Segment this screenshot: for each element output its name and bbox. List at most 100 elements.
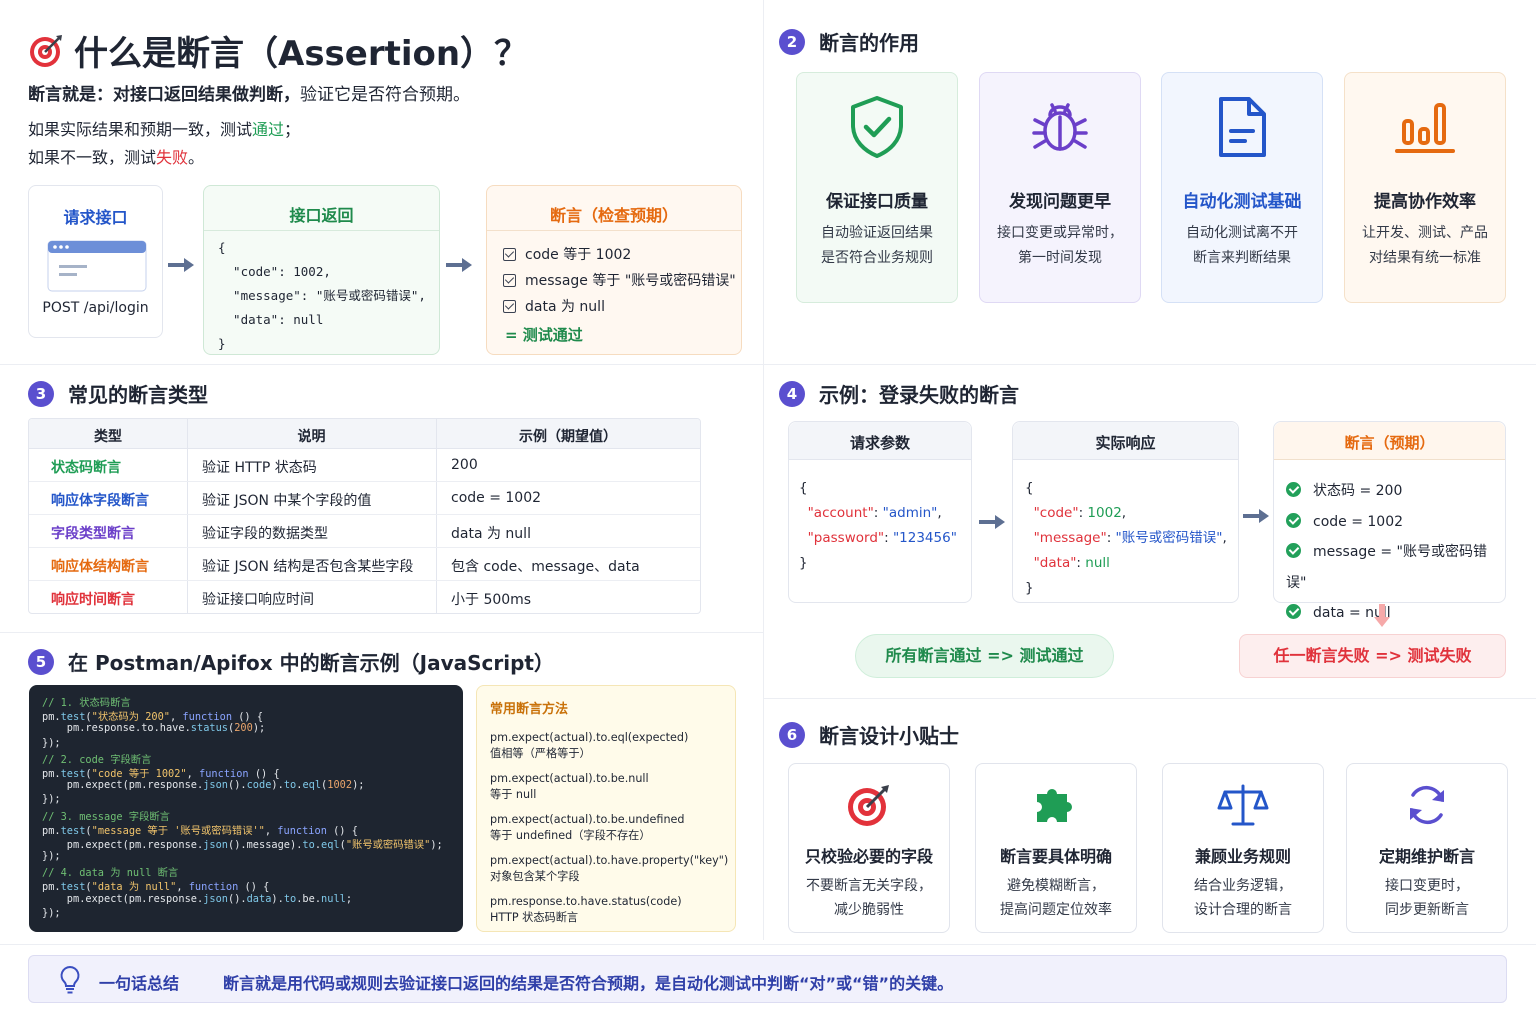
divider xyxy=(763,698,1536,699)
method-desc: 对象包含某个字段 xyxy=(490,870,580,883)
document-icon xyxy=(1162,95,1322,163)
check-circle-icon xyxy=(1286,604,1301,619)
desc-cell: 验证 HTTP 状态码 xyxy=(202,460,317,476)
example-cell: 200 xyxy=(451,457,478,473)
params-json: { "account": "admin", "password": "12345… xyxy=(799,476,957,576)
type-cell: 响应体结构断言 xyxy=(51,559,149,575)
assert-item-label: data 为 null xyxy=(525,299,605,315)
actual-json: { "code": 1002, "message": "账号或密码错误", "d… xyxy=(1025,476,1227,601)
lightbulb-icon xyxy=(60,965,80,994)
json-line: "code": 1002, xyxy=(1033,505,1127,521)
method-item: pm.expect(actual).to.be.null 等于 null xyxy=(490,771,722,803)
arrow-down-icon xyxy=(1374,604,1390,627)
puzzle-icon xyxy=(976,782,1136,832)
pass-fail-text: 如果实际结果和预期一致，测试通过； 如果不一致，测试失败。 xyxy=(28,116,300,172)
lead-rest: 验证它是否符合预期。 xyxy=(300,85,470,105)
tip-card: 只校验必要的字段不要断言无关字段，减少脆弱性 xyxy=(788,763,950,933)
role-desc-line: 是否符合业务规则 xyxy=(821,250,933,266)
section-number: 3 xyxy=(28,380,54,407)
json-line: } xyxy=(218,336,226,351)
assert-result: = 测试通过 xyxy=(505,326,583,344)
assert-item-label: message 等于 "账号或密码错误" xyxy=(525,273,736,289)
line1-suffix: ； xyxy=(284,120,301,139)
section-number: 2 xyxy=(779,28,805,55)
line2-suffix: 。 xyxy=(188,148,205,167)
request-title: 请求接口 xyxy=(63,208,128,227)
section-title: 断言的作用 xyxy=(819,31,919,55)
role-desc: 自动化测试离不开断言来判断结果 xyxy=(1162,221,1322,271)
method-item: pm.expect(actual).to.have.property("key"… xyxy=(490,853,728,885)
browser-window-icon xyxy=(47,240,147,292)
response-title: 接口返回 xyxy=(289,206,354,225)
section-number: 5 xyxy=(28,648,54,675)
tip-desc-line: 提高问题定位效率 xyxy=(1000,902,1112,918)
type-cell: 字段类型断言 xyxy=(51,526,135,542)
divider xyxy=(763,364,1536,365)
tip-card: 定期维护断言接口变更时，同步更新断言 xyxy=(1346,763,1508,933)
assert-title: 断言（检查预期） xyxy=(549,206,678,225)
assert-list: code 等于 1002 message 等于 "账号或密码错误" data 为 n… xyxy=(503,242,736,320)
response-card: 接口返回 { "code": 1002, "message": "账号或密码错误… xyxy=(203,185,440,355)
role-desc: 让开发、测试、产品对结果有统一标准 xyxy=(1345,221,1505,271)
expect-item-label: data = null xyxy=(1313,605,1391,621)
methods-title: 常用断言方法 xyxy=(490,702,569,717)
expect-item-label: 状态码 = 200 xyxy=(1313,483,1403,499)
section-number: 4 xyxy=(779,380,805,407)
summary-label: 一句话总结 xyxy=(99,974,180,993)
role-title: 提高协作效率 xyxy=(1374,192,1476,212)
summary-text: 断言就是用代码或规则去验证接口返回的结果是否符合预期，是自动化测试中判断“对”或… xyxy=(223,974,954,993)
summary-bar: 一句话总结 断言就是用代码或规则去验证接口返回的结果是否符合预期，是自动化测试中… xyxy=(28,955,1507,1003)
json-line: } xyxy=(1025,580,1034,596)
methods-card: 常用断言方法 pm.expect(actual).to.eql(expected… xyxy=(476,685,736,932)
type-cell: 响应体字段断言 xyxy=(51,493,149,509)
expect-item: code = 1002 xyxy=(1286,507,1505,538)
assert-item: message 等于 "账号或密码错误" xyxy=(503,268,736,294)
shield-check-icon xyxy=(797,95,957,163)
role-desc-line: 断言来判断结果 xyxy=(1193,250,1291,266)
pass-banner: 所有断言通过 => 测试通过 xyxy=(855,634,1114,678)
json-line: { xyxy=(1025,480,1034,496)
json-line: "message": "账号或密码错误", xyxy=(1033,530,1227,546)
checkbox-icon xyxy=(503,248,516,261)
table-row: 响应时间断言验证接口响应时间小于 500ms xyxy=(29,581,700,613)
desc-cell: 验证 JSON 中某个字段的值 xyxy=(202,493,372,509)
tip-title: 断言要具体明确 xyxy=(999,847,1112,866)
role-desc-line: 对结果有统一标准 xyxy=(1369,250,1481,266)
json-line: { xyxy=(799,480,808,496)
method-code: pm.expect(actual).to.be.undefined xyxy=(490,813,685,826)
role-title: 自动化测试基础 xyxy=(1182,192,1302,212)
check-circle-icon xyxy=(1286,543,1301,558)
json-line: } xyxy=(799,555,808,571)
tip-card: 兼顾业务规则结合业务逻辑，设计合理的断言 xyxy=(1162,763,1324,933)
assert-item-label: code 等于 1002 xyxy=(525,247,632,263)
role-desc-line: 让开发、测试、产品 xyxy=(1362,225,1488,241)
role-desc: 接口变更或异常时， 第一时间发现 xyxy=(980,221,1140,271)
method-desc: 等于 null xyxy=(490,788,537,801)
tip-title: 兼顾业务规则 xyxy=(1194,847,1291,866)
assert-item: data 为 null xyxy=(503,294,736,320)
check-circle-icon xyxy=(1286,512,1301,528)
method-desc: 值相等（严格等于） xyxy=(490,747,591,760)
expect-item-label: code = 1002 xyxy=(1313,513,1404,530)
expect-title: 断言（预期） xyxy=(1344,434,1435,452)
role-desc: 自动验证返回结果是否符合业务规则 xyxy=(797,221,957,271)
json-line: { xyxy=(218,240,226,255)
code-editor[interactable]: // 1. 状态码断言 pm.test("状态码为 200", function… xyxy=(29,685,463,932)
tip-desc-line: 不要断言无关字段， xyxy=(806,878,932,894)
header-type: 类型 xyxy=(94,429,122,445)
params-title: 请求参数 xyxy=(849,434,910,452)
actual-title: 实际响应 xyxy=(1095,434,1156,452)
role-desc-line: 第一时间发现 xyxy=(1018,250,1102,266)
target-icon xyxy=(789,782,949,832)
table-header: 类型 说明 示例（期望值） xyxy=(29,419,700,449)
role-desc-line: 接口变更或异常时， xyxy=(997,225,1123,241)
arrow-right-icon xyxy=(168,258,194,272)
method-code: pm.expect(actual).to.be.null xyxy=(490,772,649,785)
